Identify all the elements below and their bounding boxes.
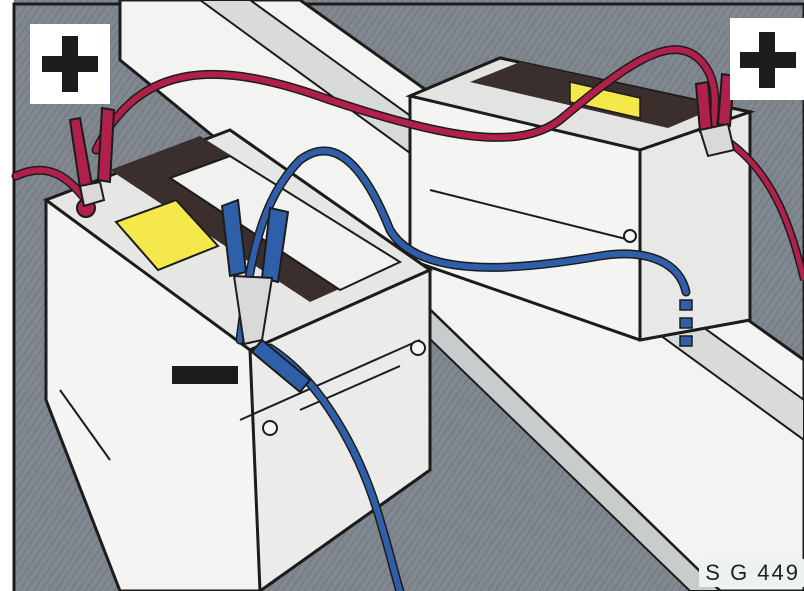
minus-sign-icon [172,366,238,384]
plus-sign-left [30,24,110,104]
plus-sign-icon [30,24,110,104]
figure-code-label: S G 449 [699,559,804,587]
plus-sign-right [730,18,804,100]
plus-sign-icon [730,18,804,100]
blue-ground-connector [680,300,692,346]
